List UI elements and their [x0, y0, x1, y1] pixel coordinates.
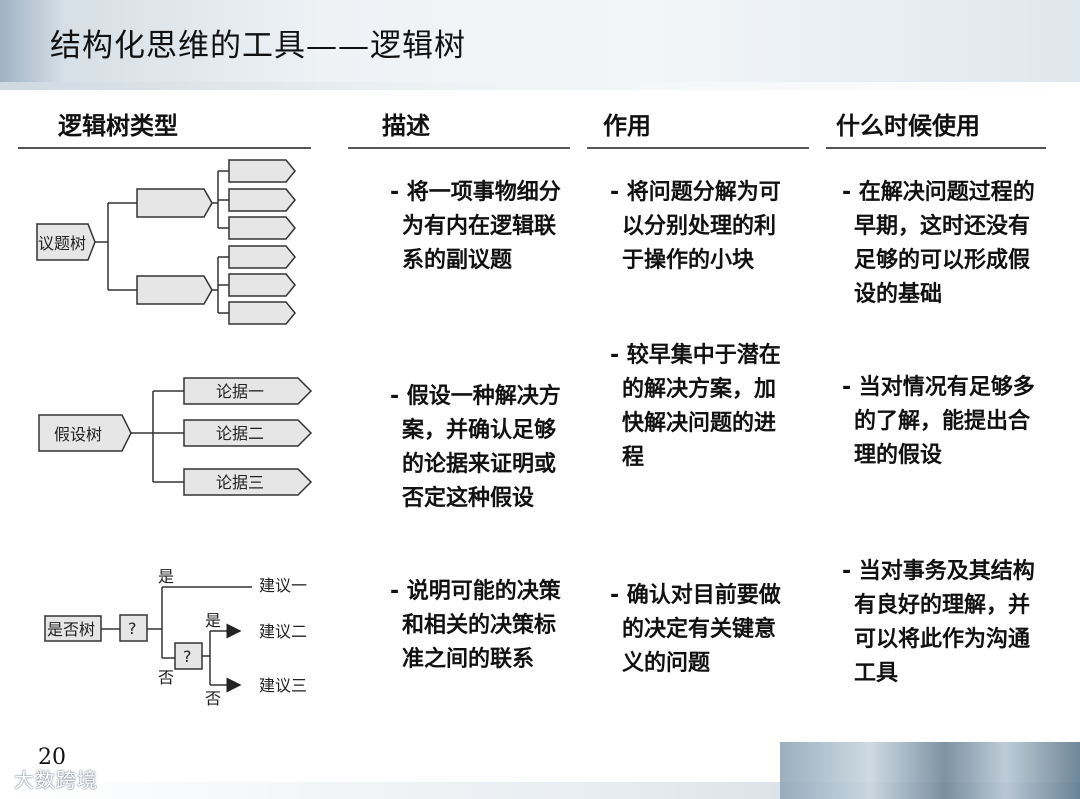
recommendation-label: 建议一 — [259, 576, 307, 595]
evidence-label: 论据三 — [216, 473, 264, 492]
question-label: ? — [183, 647, 192, 666]
header-banner — [0, 0, 1080, 82]
issue-tree-when: - 在解决问题过程的早期，这时还没有足够的可以形成假设的基础 — [842, 180, 1035, 307]
header-rule — [348, 147, 570, 149]
evidence-label: 论据二 — [216, 424, 264, 443]
no-label: 否 — [205, 689, 221, 708]
issue-tree-root-label: 议题树 — [38, 234, 86, 253]
evidence-box — [183, 419, 313, 447]
no-label: 否 — [158, 668, 174, 687]
hypothesis-tree-diagram: 假设树 论据一 论据二 论据三 — [38, 377, 313, 496]
yes-label: 是 — [205, 611, 221, 630]
header-rule — [18, 147, 311, 149]
recommendation-label: 建议三 — [259, 676, 307, 695]
yes-no-tree-when: - 当对事务及其结构有良好的理解，并可以将此作为沟通工具 — [842, 559, 1035, 686]
recommendation-label: 建议二 — [259, 622, 307, 641]
hypothesis-tree-root-box — [38, 414, 132, 452]
hypothesis-tree-root-label: 假设树 — [54, 425, 102, 444]
issue-tree-description: - 将一项事物细分为有内在逻辑联系的副议题 — [390, 180, 561, 273]
yes-no-tree-root-box — [44, 615, 102, 642]
column-header-type: 逻辑树类型 — [58, 112, 178, 140]
evidence-box — [183, 468, 313, 496]
hypothesis-tree-function: - 较早集中于潜在的解决方案，加快解决问题的进程 — [610, 343, 781, 470]
yes-no-tree-root-label: 是否树 — [47, 620, 95, 639]
issue-tree-leaf-box — [228, 245, 296, 269]
issue-tree-leaf-box — [228, 273, 296, 297]
header-rule — [826, 147, 1046, 149]
page-title: 结构化思维的工具——逻辑树 — [50, 28, 466, 64]
footer-photo-banner — [780, 742, 1080, 799]
issue-tree-leaf-box — [228, 159, 296, 183]
column-header-description: 描述 — [382, 112, 430, 140]
issue-tree-branch-box — [136, 188, 213, 218]
issue-tree-leaf-box — [228, 216, 296, 240]
yes-no-tree-function: - 确认对目前要做的决定有关键意义的问题 — [610, 583, 781, 676]
watermark: 大数跨境 — [14, 768, 98, 792]
column-header-function: 作用 — [603, 112, 651, 140]
evidence-box — [183, 377, 313, 405]
hypothesis-tree-when: - 当对情况有足够多的了解，能提出合理的假设 — [842, 375, 1035, 468]
header-strip — [0, 82, 1080, 90]
issue-tree-diagram: 议题树 — [36, 159, 296, 325]
issue-tree-root-box — [36, 223, 96, 261]
question-label: ? — [128, 619, 137, 638]
issue-tree-branch-box — [136, 275, 213, 305]
page-number: 20 — [38, 745, 66, 770]
issue-tree-function: - 将问题分解为可以分别处理的利于操作的小块 — [610, 180, 781, 273]
yes-label: 是 — [158, 567, 174, 586]
header-rule — [587, 147, 809, 149]
evidence-label: 论据一 — [216, 382, 264, 401]
question-box — [119, 614, 148, 642]
issue-tree-leaf-box — [228, 301, 296, 325]
hypothesis-tree-description: - 假设一种解决方案，并确认足够的论据来证明或否定这种假设 — [390, 384, 561, 511]
yes-no-tree-diagram: 是否树 ? 是 否 ? 是 否 建议一 建议二 建议三 — [44, 567, 307, 708]
yes-no-tree-description: - 说明可能的决策和相关的决策标准之间的联系 — [390, 579, 561, 672]
issue-tree-leaf-box — [228, 188, 296, 212]
column-header-when: 什么时候使用 — [836, 112, 980, 140]
